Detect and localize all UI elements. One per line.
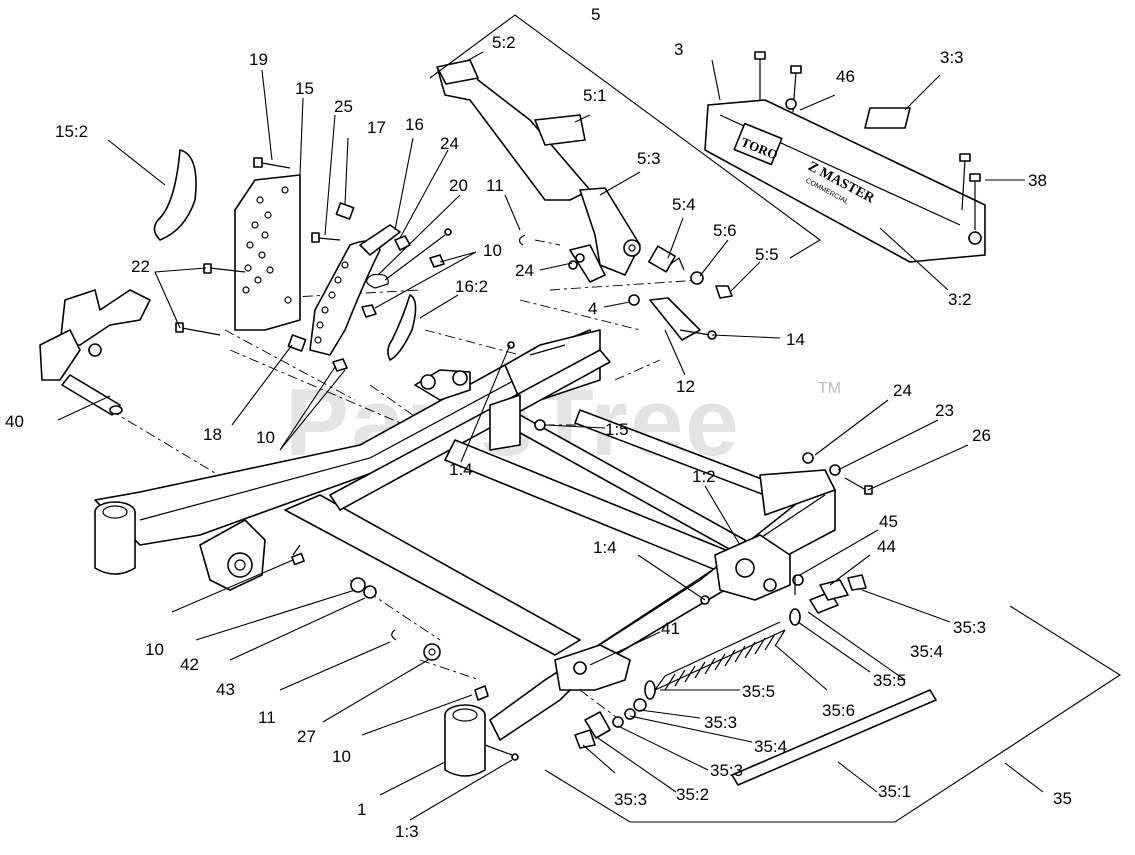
- callout-16-2: 16:2: [455, 277, 488, 296]
- callout-3-3: 3:3: [940, 48, 964, 67]
- callout-10-left: 10: [145, 640, 164, 659]
- callout-25: 25: [334, 97, 353, 116]
- bracket-holes: [314, 261, 349, 344]
- callout-5-5: 5:5: [755, 245, 779, 264]
- callout-1-4-mid: 1:4: [593, 538, 617, 557]
- callout-35-3-mid1: 35:3: [704, 713, 737, 732]
- callout-35-4-left: 35:4: [754, 737, 787, 756]
- callout-1-5: 1:5: [605, 420, 629, 439]
- callout-5: 5: [591, 5, 600, 24]
- loose-hardware: [291, 452, 873, 701]
- callout-22: 22: [131, 257, 150, 276]
- callout-35-5-right: 35:5: [873, 671, 906, 690]
- callout-38: 38: [1028, 171, 1047, 190]
- callout-23: 23: [935, 401, 954, 420]
- callout-35-3-right: 35:3: [953, 618, 986, 637]
- callout-3: 3: [674, 40, 683, 59]
- callout-5-4: 5:4: [672, 195, 696, 214]
- spring-coils: [654, 621, 786, 691]
- callout-15: 15: [295, 79, 314, 98]
- callout-44: 44: [877, 537, 896, 556]
- callout-17: 17: [367, 118, 386, 137]
- callout-1-2: 1:2: [692, 467, 716, 486]
- leader-lines: [57, 51, 1044, 821]
- callout-26: 26: [972, 426, 991, 445]
- callout-3-2: 3:2: [948, 290, 972, 309]
- callout-19: 19: [249, 50, 268, 69]
- watermark-tm: TM: [818, 380, 841, 397]
- side-plates: [153, 149, 452, 372]
- callout-24-right: 24: [893, 381, 912, 400]
- callout-10-bottom: 10: [332, 747, 351, 766]
- callout-45: 45: [879, 512, 898, 531]
- callout-35-1: 35:1: [878, 782, 911, 801]
- callout-10-mid: 10: [256, 428, 275, 447]
- plate-holes: [242, 186, 292, 304]
- callout-10-top: 10: [483, 241, 502, 260]
- callout-43: 43: [216, 680, 235, 699]
- callout-46: 46: [836, 67, 855, 86]
- callout-1-3: 1:3: [395, 822, 419, 841]
- spring-assembly: [574, 574, 937, 786]
- callout-5-2: 5:2: [492, 33, 516, 52]
- callout-35-5-left: 35:5: [742, 682, 775, 701]
- callout-12: 12: [676, 377, 695, 396]
- pedal-assembly: [436, 59, 733, 341]
- callout-35-4-right: 35:4: [910, 642, 943, 661]
- callout-14: 14: [786, 330, 805, 349]
- callout-27: 27: [297, 727, 316, 746]
- callout-18: 18: [203, 425, 222, 444]
- group-brackets: [429, 14, 1122, 823]
- callout-5-6: 5:6: [713, 221, 737, 240]
- callout-42: 42: [180, 655, 199, 674]
- callout-35-6: 35:6: [822, 701, 855, 720]
- callout-35-2: 35:2: [676, 785, 709, 804]
- callout-11-top: 11: [486, 176, 504, 195]
- callout-5-3: 5:3: [637, 149, 661, 168]
- callout-40: 40: [5, 412, 24, 431]
- callout-5-1: 5:1: [583, 86, 607, 105]
- callout-20: 20: [449, 176, 468, 195]
- callout-24-mid: 24: [440, 134, 459, 153]
- callout-35-3-mid2: 35:3: [710, 761, 743, 780]
- callout-35-3-bottom: 35:3: [614, 790, 647, 809]
- callout-4: 4: [588, 299, 597, 318]
- callout-24-top: 24: [515, 261, 534, 280]
- callout-35: 35: [1053, 789, 1072, 808]
- callout-15-2: 15:2: [55, 122, 88, 141]
- top-cover-assembly: TORO Z MASTER COMMERCIAL: [704, 51, 986, 263]
- callout-11-bottom: 11: [258, 708, 276, 727]
- callout-1: 1: [357, 800, 366, 819]
- callout-labels: 5 5:2 3 3:3 46 5:1 38 5:3 11 5:4 5:6 5:5…: [5, 5, 1072, 841]
- callout-1-4-top: 1:4: [449, 460, 473, 479]
- callout-16: 16: [405, 115, 424, 134]
- front-lever: [39, 289, 151, 416]
- callout-41: 41: [661, 619, 680, 638]
- main-frame: [94, 329, 836, 777]
